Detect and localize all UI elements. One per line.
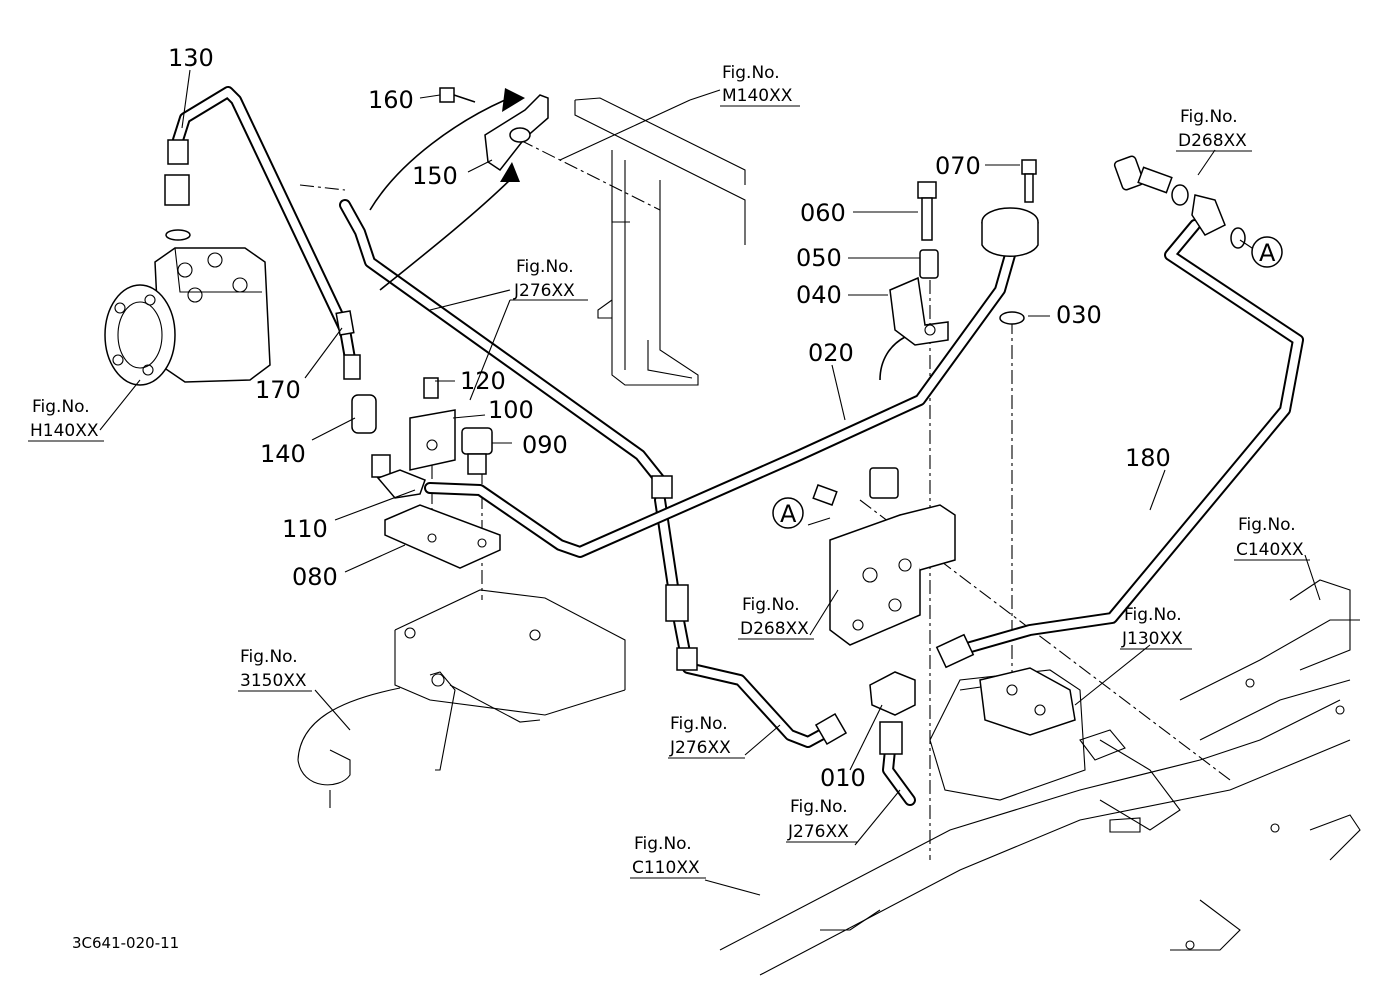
callout-020: 020 (808, 339, 854, 367)
callout-100: 100 (488, 396, 534, 424)
figref-c140: Fig.No. C140XX (1234, 515, 1310, 561)
callout-050: 050 (796, 244, 842, 272)
plug-090 (461, 427, 493, 475)
callout-070: 070 (935, 152, 981, 180)
pipe-020 (424, 249, 1016, 558)
pipe-j276-right-low (882, 744, 916, 806)
callout-130: 130 (168, 44, 214, 72)
svg-text:Fig.No.: Fig.No. (670, 714, 728, 734)
svg-text:Fig.No.: Fig.No. (742, 595, 800, 615)
solenoid-valve (812, 467, 956, 646)
tee-fitting-010 (869, 633, 975, 755)
svg-text:H140XX: H140XX (30, 421, 99, 441)
bracket-150 (484, 94, 549, 172)
figref-j276-top: Fig.No. J276XX (510, 257, 588, 301)
figref-j130: Fig.No. J130XX (1120, 605, 1192, 650)
svg-text:Fig.No.: Fig.No. (790, 797, 848, 817)
callout-140: 140 (260, 440, 306, 468)
callout-180: 180 (1125, 444, 1171, 472)
pipe-j276-top (339, 199, 666, 486)
callouts: 130 160 150 170 140 120 100 090 110 080 … (168, 44, 1171, 792)
callout-110: 110 (282, 515, 328, 543)
document-id: 3C641-020-11 (72, 934, 179, 952)
figref-3150: Fig.No. 3150XX (238, 647, 312, 692)
clamp-040 (889, 276, 949, 346)
svg-text:Fig.No.: Fig.No. (240, 647, 298, 667)
svg-text:C110XX: C110XX (632, 858, 700, 878)
callout-010: 010 (820, 764, 866, 792)
figref-j276-mid: Fig.No. J276XX (668, 714, 745, 759)
figref-d268-mid: Fig.No. D268XX (738, 595, 814, 640)
svg-text:D268XX: D268XX (1178, 131, 1247, 151)
figref-d268-top: Fig.No. D268XX (1176, 107, 1252, 152)
svg-text:Fig.No.: Fig.No. (634, 834, 692, 854)
svg-text:C140XX: C140XX (1236, 540, 1304, 560)
figref-j276-low: Fig.No. J276XX (786, 797, 858, 843)
callout-060: 060 (800, 199, 846, 227)
frame-structure-top (574, 97, 746, 386)
assembly-centerlines (299, 139, 1231, 860)
callout-160: 160 (368, 86, 414, 114)
svg-text:J276XX: J276XX (513, 281, 575, 301)
svg-text:3150XX: 3150XX (240, 671, 307, 691)
svg-text:J130XX: J130XX (1121, 629, 1183, 649)
steering-unit (104, 247, 271, 386)
callout-040: 040 (796, 281, 842, 309)
collar-050 (919, 249, 939, 279)
svg-text:Fig.No.: Fig.No. (516, 257, 574, 277)
figref-c110: Fig.No. C110XX (630, 834, 706, 879)
callout-120: 120 (460, 367, 506, 395)
banjo-fitting-top-right (1113, 155, 1246, 249)
callout-030: 030 (1056, 301, 1102, 329)
pipe-180 (954, 219, 1304, 656)
svg-text:J276XX: J276XX (669, 738, 731, 758)
frame-structure-right-lower (719, 579, 1361, 976)
leader-lines (99, 69, 1321, 896)
svg-text:A: A (780, 500, 797, 528)
bolt-160 (439, 87, 476, 103)
fitting-pipe-mid (651, 475, 848, 746)
fig-references: Fig.No. M140XX Fig.No. D268XX Fig.No. J2… (28, 63, 1310, 879)
svg-text:D268XX: D268XX (740, 619, 809, 639)
figref-m140: Fig.No. M140XX (720, 63, 800, 107)
install-arrows (369, 88, 906, 381)
svg-text:Fig.No.: Fig.No. (1180, 107, 1238, 127)
bracket-100 (409, 377, 456, 471)
oring-030 (999, 311, 1025, 325)
callout-080: 080 (292, 563, 338, 591)
marker-a-top: A (1251, 236, 1283, 268)
svg-text:Fig.No.: Fig.No. (722, 63, 780, 83)
figref-h140: Fig.No. H140XX (28, 397, 104, 442)
bolt-060 (917, 181, 937, 241)
svg-text:Fig.No.: Fig.No. (1238, 515, 1296, 535)
svg-text:A: A (1259, 239, 1276, 267)
svg-text:J276XX: J276XX (787, 822, 849, 842)
svg-text:M140XX: M140XX (722, 86, 793, 106)
marker-a-mid: A (772, 497, 804, 529)
callout-170: 170 (255, 376, 301, 404)
svg-text:Fig.No.: Fig.No. (1124, 605, 1182, 625)
fitting-top-left (164, 139, 191, 241)
callout-090: 090 (522, 431, 568, 459)
fitting-170-140 (335, 310, 426, 499)
frame-structure-left-lower (297, 589, 626, 808)
svg-text:Fig.No.: Fig.No. (32, 397, 90, 417)
block-070 (981, 159, 1039, 257)
callout-150: 150 (412, 162, 458, 190)
pump-block (979, 667, 1126, 761)
plate-080 (384, 504, 501, 569)
